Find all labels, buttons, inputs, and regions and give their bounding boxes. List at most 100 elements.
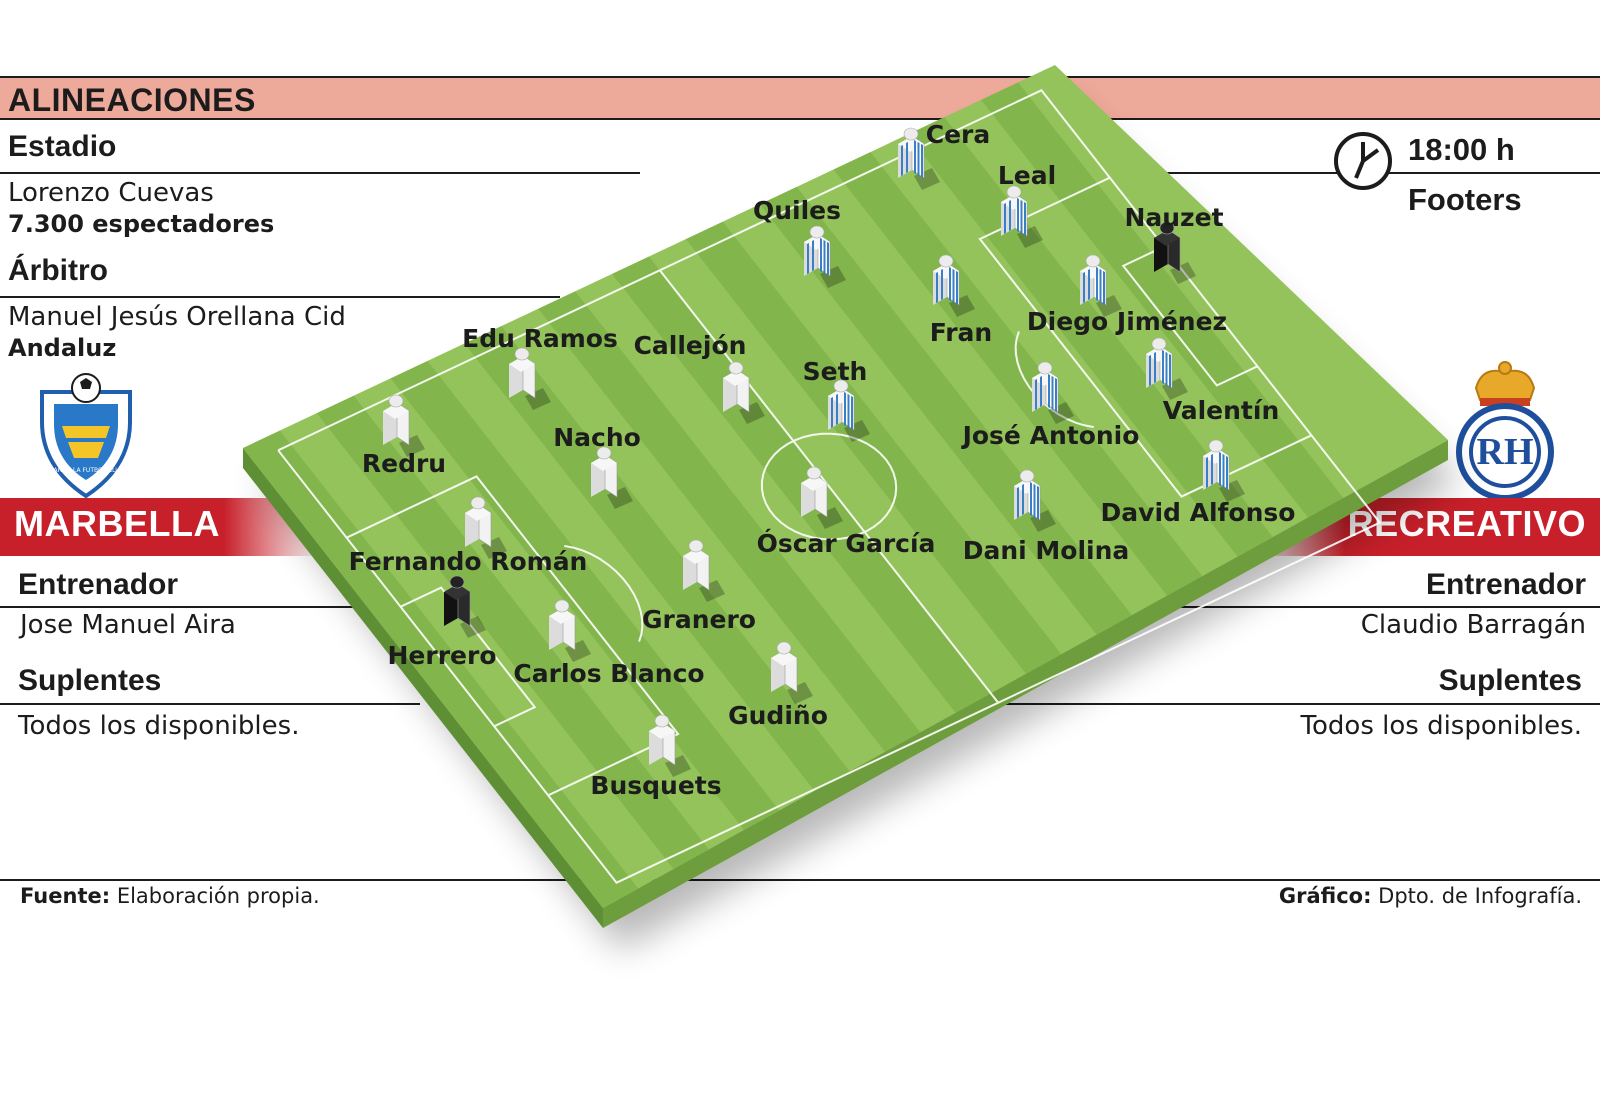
home-player-figure bbox=[383, 394, 425, 457]
home-player-figure bbox=[649, 714, 691, 777]
home-player-name: Óscar García bbox=[757, 528, 936, 558]
halfway-line bbox=[659, 269, 999, 704]
divider bbox=[0, 296, 560, 298]
home-player-figure bbox=[465, 496, 507, 559]
referee-region: Andaluz bbox=[8, 334, 117, 362]
pitch-stripe bbox=[390, 360, 788, 839]
center-circle bbox=[760, 432, 898, 541]
home-player-figure bbox=[771, 641, 813, 704]
away-player-figure bbox=[804, 225, 846, 288]
source-text: Elaboración propia. bbox=[116, 884, 320, 908]
home-player-name: Fernando Román bbox=[349, 547, 588, 576]
goal-area-home bbox=[400, 586, 537, 728]
divider bbox=[0, 606, 360, 608]
graphic-text: Dpto. de Infografía. bbox=[1378, 884, 1582, 908]
penalty-arc-home bbox=[564, 544, 644, 642]
away-coach-label: Entrenador bbox=[1425, 568, 1586, 601]
home-player-figure bbox=[591, 446, 633, 509]
away-player-name: Leal bbox=[998, 161, 1056, 190]
away-player-name: Nauzet bbox=[1124, 203, 1223, 232]
stadium-label: Estadio bbox=[8, 130, 117, 163]
home-player-name: Nacho bbox=[553, 423, 641, 452]
touchline bbox=[277, 89, 1382, 884]
divider bbox=[0, 703, 420, 705]
home-team-name: MARBELLA bbox=[14, 503, 220, 544]
graphic-label: Gráfico: bbox=[1278, 884, 1372, 908]
pitch-stripe bbox=[243, 430, 640, 908]
away-player-name: Dani Molina bbox=[963, 536, 1130, 565]
pitch-side bbox=[603, 440, 1448, 928]
clock-icon bbox=[1334, 132, 1392, 190]
kickoff-time: 18:00 h bbox=[1408, 132, 1515, 167]
referee-name: Manuel Jesús Orellana Cid bbox=[8, 302, 346, 332]
away-player-figure bbox=[1014, 469, 1056, 532]
home-team-band bbox=[0, 498, 320, 556]
stadium-name: Lorenzo Cuevas bbox=[8, 178, 214, 208]
source-note: Fuente: Elaboración propia. bbox=[20, 884, 320, 908]
penalty-area-home bbox=[346, 475, 680, 797]
away-player-name: Diego Jiménez bbox=[1027, 307, 1227, 336]
graphic-credit: Gráfico: Dpto. de Infografía. bbox=[1279, 884, 1582, 908]
pitch-side bbox=[243, 448, 603, 928]
away-coach: Claudio Barragán bbox=[1360, 610, 1586, 640]
home-player-figure bbox=[683, 539, 725, 602]
away-subs-label: Suplentes bbox=[1438, 664, 1582, 697]
away-player-name: David Alfonso bbox=[1101, 498, 1296, 527]
away-player-name: José Antonio bbox=[961, 421, 1140, 450]
pitch-stripe bbox=[759, 186, 1157, 665]
pitch-stripe bbox=[464, 326, 862, 804]
home-player-name: Carlos Blanco bbox=[513, 659, 704, 688]
away-player-figure bbox=[1032, 361, 1074, 424]
away-player-figure bbox=[1203, 439, 1245, 502]
header-top-rule bbox=[0, 76, 1600, 78]
home-player-name: Herrero bbox=[388, 641, 497, 670]
away-player-name: Valentín bbox=[1163, 396, 1280, 425]
pitch-markings bbox=[277, 89, 1382, 884]
pitch-stripe bbox=[316, 395, 714, 874]
source-label: Fuente: bbox=[20, 884, 111, 908]
away-player-figure bbox=[1080, 254, 1122, 317]
home-subs: Todos los disponibles. bbox=[18, 711, 300, 741]
away-player-figure bbox=[1146, 337, 1188, 400]
goal-area-away bbox=[1121, 245, 1258, 387]
home-player-figure bbox=[723, 361, 765, 424]
attendance: 7.300 espectadores bbox=[8, 210, 275, 238]
away-player-figure bbox=[933, 254, 975, 317]
away-player-figure bbox=[1154, 221, 1196, 284]
home-player-name: Gudiño bbox=[728, 701, 828, 730]
away-player-name: Quiles bbox=[753, 196, 841, 225]
penalty-area-away bbox=[978, 176, 1312, 498]
home-player-figure bbox=[444, 575, 486, 638]
page-title: ALINEACIONES bbox=[8, 82, 256, 118]
home-player-name: Redru bbox=[362, 449, 446, 478]
home-coach: Jose Manuel Aira bbox=[20, 610, 236, 640]
divider bbox=[1180, 606, 1600, 608]
pitch-stripe bbox=[538, 291, 936, 769]
home-player-figure bbox=[509, 347, 551, 410]
divider bbox=[0, 172, 640, 174]
home-player-figure bbox=[549, 599, 591, 662]
footer-rule bbox=[0, 879, 1600, 881]
home-coach-label: Entrenador bbox=[18, 568, 179, 601]
away-subs: Todos los disponibles. bbox=[1300, 711, 1582, 741]
marbella-crest-icon bbox=[40, 373, 132, 499]
away-player-name: Fran bbox=[930, 318, 992, 347]
home-player-name: Busquets bbox=[590, 771, 721, 800]
home-player-name: Edu Ramos bbox=[462, 324, 618, 353]
divider bbox=[990, 703, 1600, 705]
pitch-stripe bbox=[685, 221, 1083, 700]
home-player-name: Granero bbox=[642, 605, 756, 634]
referee-label: Árbitro bbox=[8, 254, 108, 287]
pitch-stripe bbox=[981, 82, 1379, 560]
away-player-figure bbox=[898, 127, 940, 190]
away-player-name: Cera bbox=[926, 120, 991, 149]
broadcaster: Footers bbox=[1408, 182, 1522, 217]
away-player-figure bbox=[1001, 185, 1043, 248]
recreativo-crest-icon: RH bbox=[1456, 361, 1554, 500]
header-band bbox=[0, 78, 1600, 120]
away-player-name: Seth bbox=[803, 357, 868, 386]
away-player-figure bbox=[828, 379, 870, 442]
home-player-figure bbox=[801, 466, 843, 529]
